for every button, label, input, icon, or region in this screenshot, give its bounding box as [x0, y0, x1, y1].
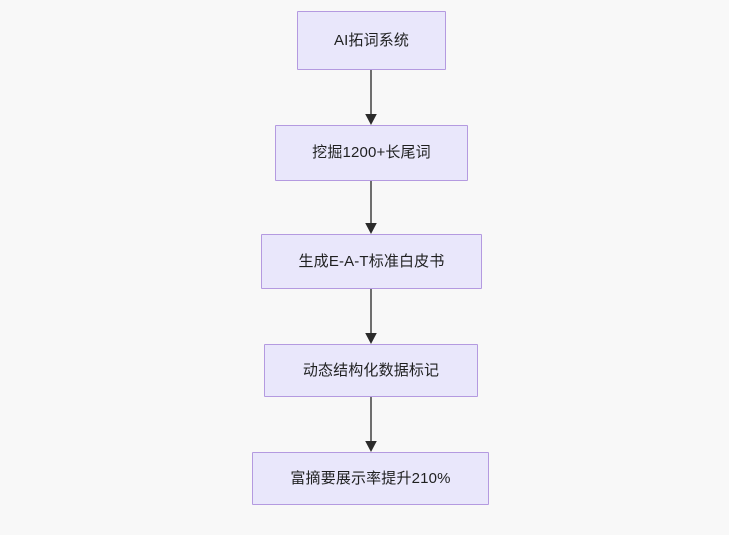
- flow-node-generate-eat-whitepaper[interactable]: 生成E-A-T标准白皮书: [261, 234, 482, 289]
- flow-node-label: 富摘要展示率提升210%: [290, 469, 451, 487]
- flow-node-label: 挖掘1200+长尾词: [312, 144, 431, 162]
- flow-node-ai-keyword-system[interactable]: AI拓词系统: [297, 11, 446, 70]
- arrowhead-icon: [365, 223, 377, 234]
- flow-node-label: 生成E-A-T标准白皮书: [298, 252, 445, 270]
- flow-edge-n1-n2: [365, 70, 377, 125]
- arrowhead-icon: [365, 441, 377, 452]
- flow-node-label: AI拓词系统: [333, 31, 410, 49]
- flow-edge-n3-n4: [365, 289, 377, 344]
- flow-edge-n2-n3: [365, 181, 377, 234]
- flow-node-mine-longtail-keywords[interactable]: 挖掘1200+长尾词: [275, 125, 468, 181]
- arrowhead-icon: [365, 114, 377, 125]
- flow-edge-n4-n5: [365, 397, 377, 452]
- flow-node-rich-snippet-impression-lift[interactable]: 富摘要展示率提升210%: [252, 452, 489, 505]
- flow-node-dynamic-structured-data-markup[interactable]: 动态结构化数据标记: [264, 344, 478, 397]
- flow-node-label: 动态结构化数据标记: [302, 361, 440, 379]
- arrowhead-icon: [365, 333, 377, 344]
